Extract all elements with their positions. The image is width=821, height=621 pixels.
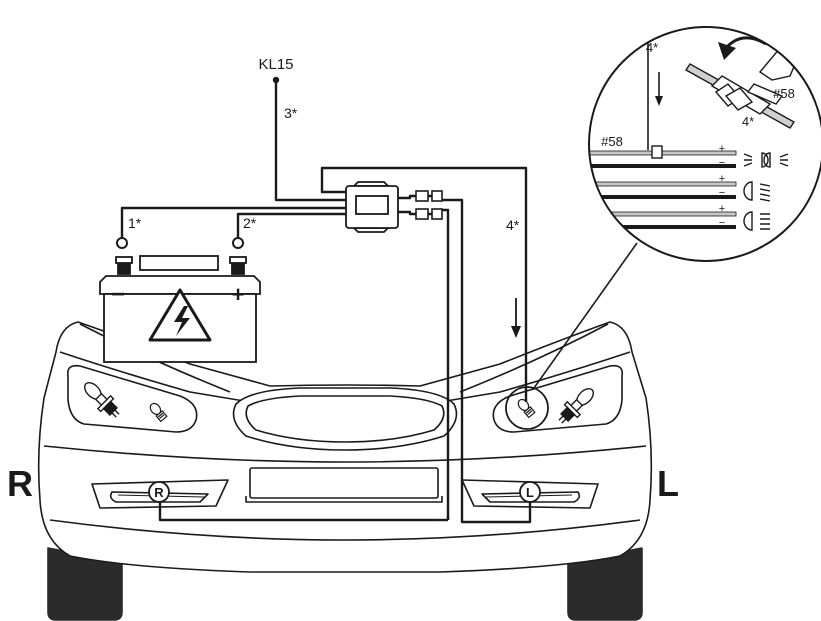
drl-right-marker-label: R	[154, 485, 164, 500]
wire-2	[236, 212, 346, 238]
right-tire	[47, 547, 123, 621]
zoom-plus-1: +	[719, 143, 725, 155]
zoom-wire-pair-high-beam	[589, 211, 737, 229]
left-parking-bulb-icon	[517, 398, 536, 419]
connector-bottom	[415, 208, 429, 220]
high-voltage-warning-icon	[148, 288, 212, 342]
left-h-bulb-icon	[558, 387, 595, 424]
kl15-dot	[272, 76, 280, 84]
battery-plus-label: +	[232, 282, 245, 307]
wire-4-arrow	[511, 298, 521, 338]
license-plate	[249, 467, 439, 499]
zoom-58-clip-label: #58	[773, 86, 795, 101]
control-module-icon	[345, 181, 399, 233]
drl-left-marker: L	[519, 481, 541, 503]
zoom-minus-2: −	[719, 187, 725, 199]
zoom-minus-3: −	[719, 217, 725, 229]
left-headlight	[492, 364, 624, 433]
wire-3-label: 3*	[284, 105, 298, 121]
zoom-wire-4-top-label: 4*	[646, 40, 658, 55]
right-h-bulb-icon	[83, 381, 120, 418]
high-beam-symbol-icon	[743, 211, 770, 231]
zoom-plus-3: +	[719, 203, 725, 215]
wire-4	[320, 166, 528, 402]
zoom-plus-2: +	[719, 173, 725, 185]
wire-3	[274, 80, 346, 202]
side-right-label: R	[7, 463, 33, 504]
terminal-ring-1	[116, 237, 128, 249]
zoom-detail: 4* 4* #58 #58 + − + − + −	[588, 26, 821, 262]
zoom-wire-4-clip-label: 4*	[742, 114, 754, 129]
battery-minus-label: −	[111, 281, 125, 308]
terminal-ring-2	[232, 237, 244, 249]
zoom-wire-pair-low-beam	[589, 181, 737, 199]
car-front-view	[37, 321, 653, 621]
kl15-label: KL15	[258, 56, 293, 73]
side-left-label: L	[657, 463, 679, 504]
low-beam-symbol-icon	[743, 181, 771, 202]
parking-light-symbol-icon	[743, 152, 789, 168]
wire-2-label: 2*	[243, 215, 257, 231]
wire-1-label: 1*	[128, 215, 142, 231]
zoom-58-wire-label: #58	[601, 134, 623, 149]
wire-1	[120, 206, 346, 238]
battery-icon	[99, 255, 261, 363]
drl-left-marker-label: L	[526, 485, 534, 500]
grille	[232, 387, 458, 451]
wire-4-label: 4*	[506, 217, 520, 233]
connector-top	[415, 190, 429, 202]
drl-right-marker: R	[148, 481, 170, 503]
left-tire	[567, 547, 643, 621]
right-parking-bulb-icon	[149, 402, 168, 423]
zoom-minus-1: −	[719, 157, 725, 169]
zoom-tap-joint	[651, 145, 663, 159]
